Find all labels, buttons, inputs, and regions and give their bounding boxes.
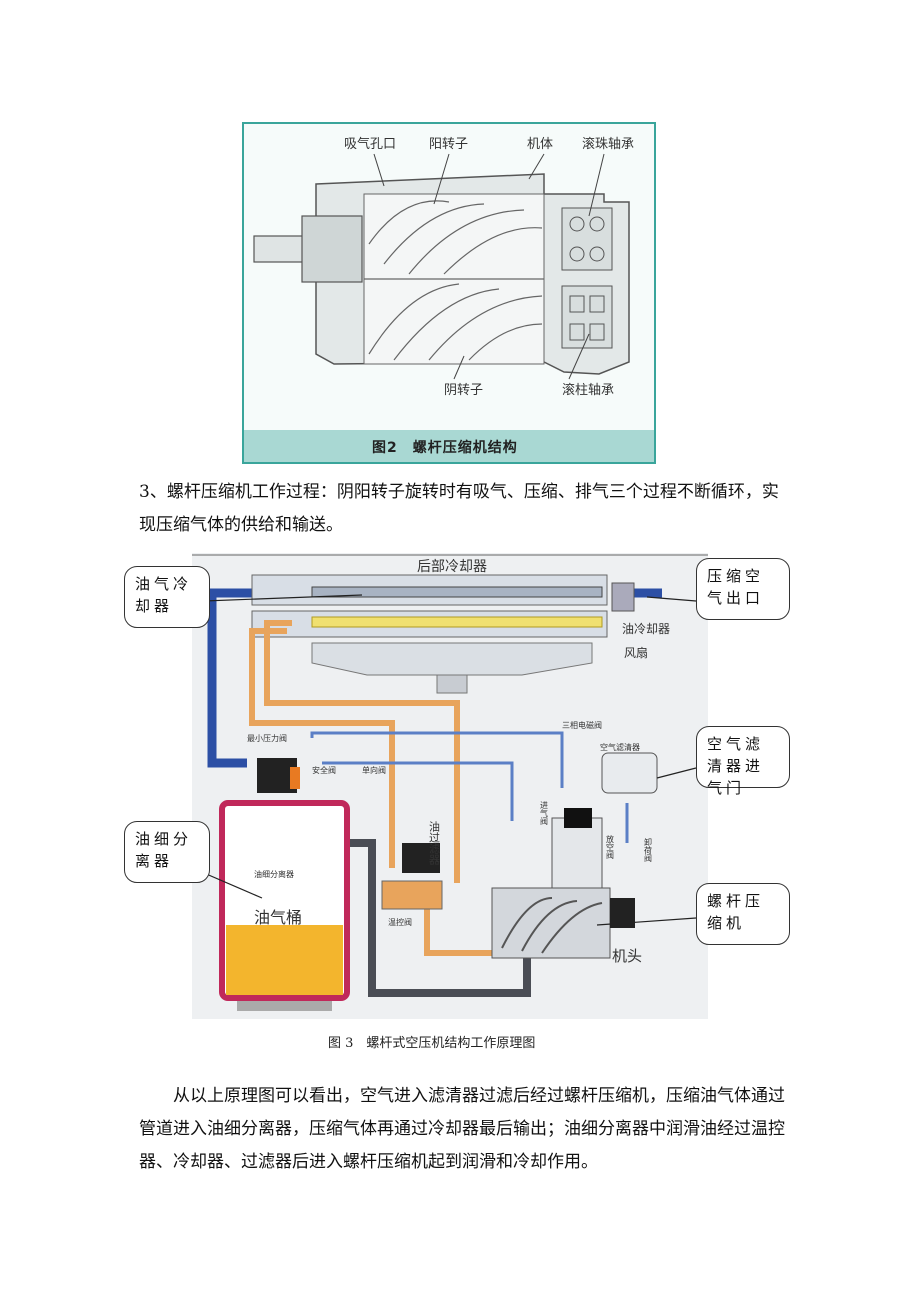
figure-2-compressor-structure: 吸气孔口 阳转子 机体 滚珠轴承 阴转子 滚柱轴承 图2 螺杆压缩机结构 [242,122,656,464]
label-intake-valve: 进气阀 [540,801,549,826]
paragraph-principle-summary: 从以上原理图可以看出，空气进入滤清器过滤后经过螺杆压缩机，压缩油气体通过管道进入… [139,1086,785,1172]
label-fan: 风扇 [624,645,648,660]
label-oil-cooler: 油冷却器 [622,622,670,636]
label-three-way-valve: 三相电磁阀 [562,720,602,730]
label-safety-valve: 安全阀 [312,765,336,775]
label-female-rotor: 阴转子 [444,383,483,398]
callout-oil-separator: 油细分离器 [124,821,210,883]
label-tank: 油气桶 [254,908,302,927]
label-roller-bearing: 滚柱轴承 [562,382,614,398]
label-after-cooler: 后部冷却器 [417,559,487,575]
callout-oil-gas-cooler: 油气冷却器 [124,566,210,628]
label-male-rotor: 阳转子 [429,137,468,152]
label-temp-valve: 温控阀 [388,917,412,927]
callout-compressed-air-outlet: 压缩空气出口 [696,558,790,620]
figure-2-caption-bar: 图2 螺杆压缩机结构 [244,430,654,462]
callout-screw-compressor: 螺杆压缩机 [696,883,790,945]
figure-2-caption: 图2 螺杆压缩机结构 [372,440,518,456]
label-head: 机头 [612,947,642,965]
label-housing: 机体 [527,137,553,152]
figure-3-working-principle: 后部冷却器 油冷却器 风扇 三相电磁阀 空气滤清器 安全阀 单向阀 最小压力阀 … [124,553,790,1019]
label-air-filter: 空气滤清器 [600,742,640,752]
label-oil-filter: 油过滤器 [428,820,441,866]
label-relief-valve: 卸荷阀 [644,837,653,863]
figure-3-caption: 图 3 螺杆式空压机结构工作原理图 [328,1036,536,1051]
label-pressure-valve: 放空阀 [606,834,615,860]
label-separator-inner: 油细分离器 [254,869,294,879]
label-intake: 吸气孔口 [344,136,396,152]
paragraph-working-process: 3、螺杆压缩机工作过程：阴阳转子旋转时有吸气、压缩、排气三个过程不断循环，实现压… [139,482,779,535]
label-ball-bearing: 滚珠轴承 [582,136,634,152]
working-principle-diagram: 后部冷却器 油冷却器 风扇 三相电磁阀 空气滤清器 安全阀 单向阀 最小压力阀 … [192,554,708,1011]
label-min-pressure-valve: 最小压力阀 [247,733,287,743]
label-check-valve: 单向阀 [362,765,386,775]
compressor-cross-section-drawing: 吸气孔口 阳转子 机体 滚珠轴承 阴转子 滚柱轴承 [253,136,634,398]
callout-air-filter-inlet: 空气滤清器进气门 [696,726,790,797]
